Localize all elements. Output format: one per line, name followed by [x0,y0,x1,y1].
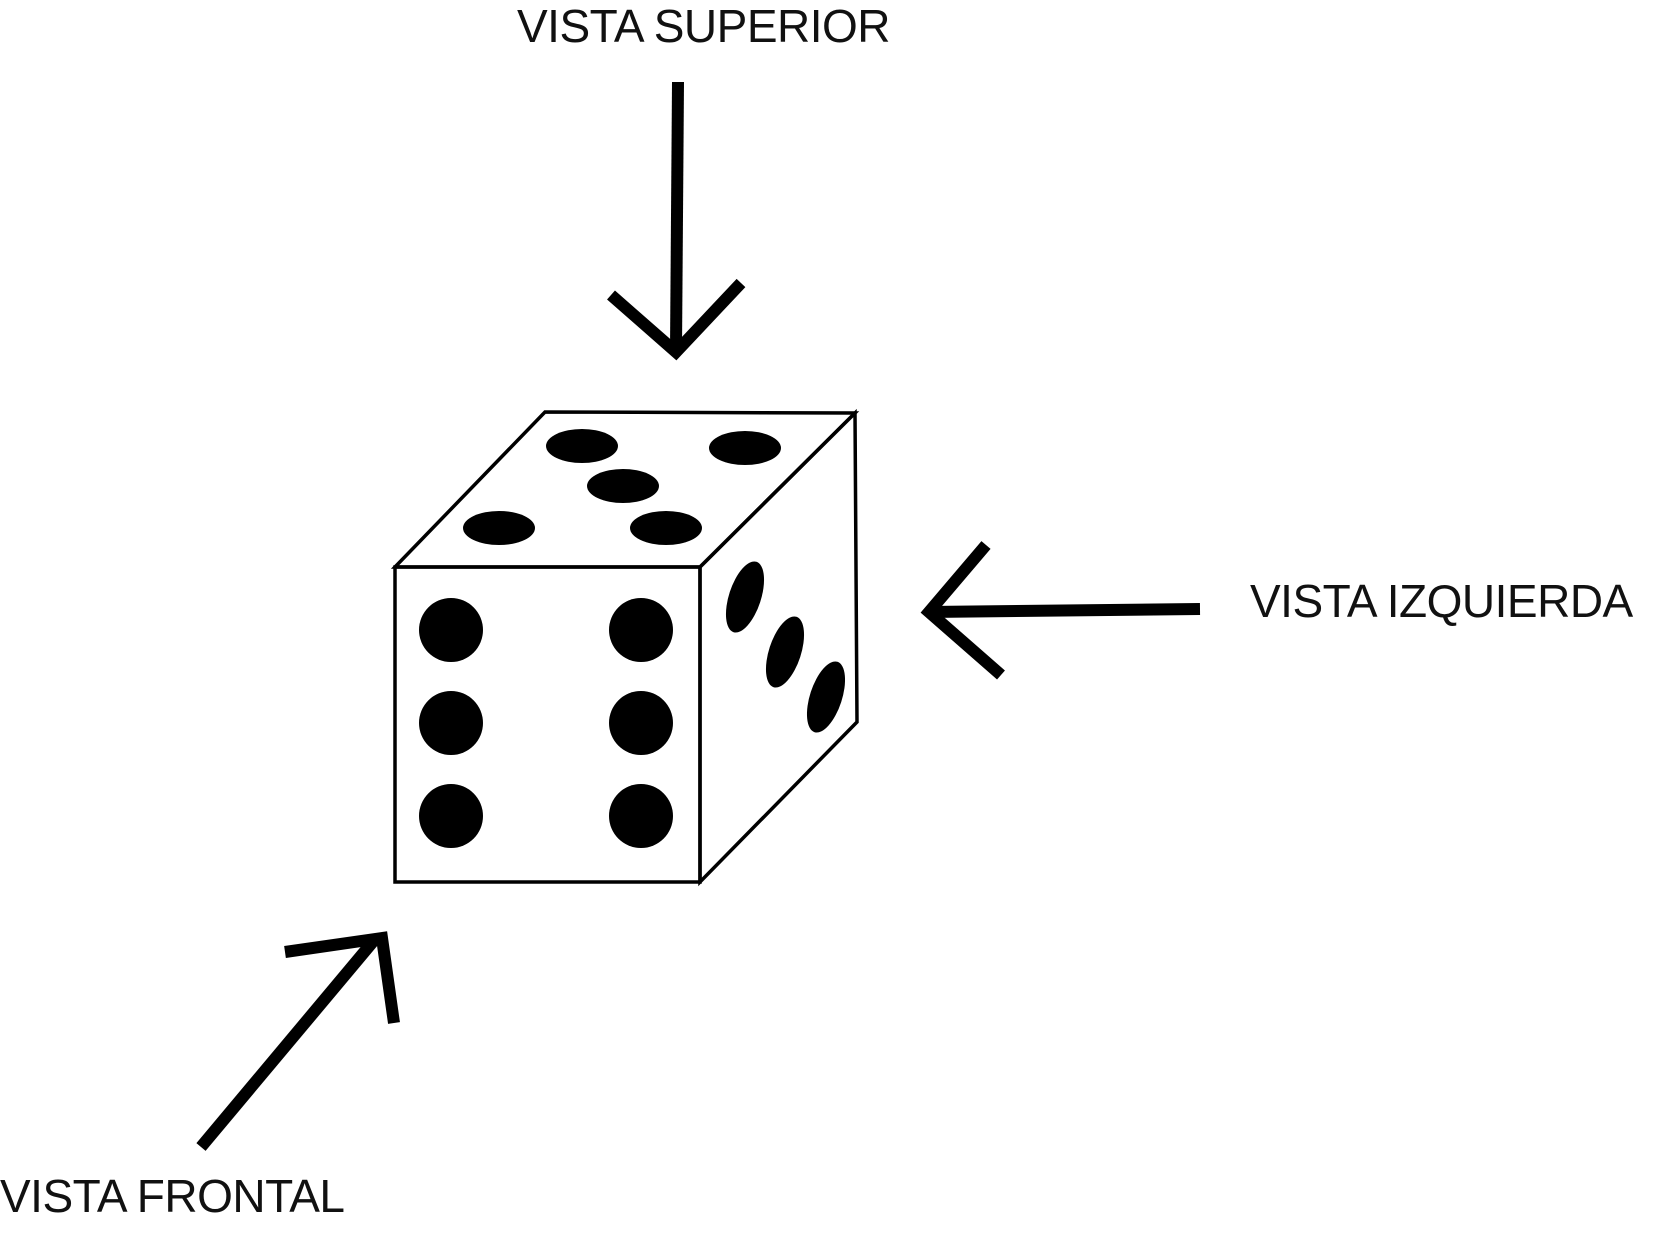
front-face-pip [419,598,483,662]
top-face-pip [546,429,618,463]
front-face-pip [419,691,483,755]
top-view-label: VISTA SUPERIOR [517,0,890,52]
front-face-pip [609,598,673,662]
front-face-pip [609,691,673,755]
top-view-arrow [607,81,746,361]
die-front-face [393,565,702,884]
top-face-pip [587,469,659,503]
front-view-label: VISTA FRONTAL [0,1170,345,1222]
side-face-pip [725,561,765,633]
front-face-pip [419,784,483,848]
top-face-pip [709,431,781,465]
front-face-pip [609,784,673,848]
left-view-label: VISTA IZQUIERDA [1250,575,1634,627]
front-view-arrow [196,931,400,1151]
side-face-pip [806,661,846,733]
top-face-pip [463,511,535,545]
side-face-pip [765,616,805,688]
left-view-arrow [920,541,1201,680]
die [390,408,860,887]
top-face-pip [630,511,702,545]
